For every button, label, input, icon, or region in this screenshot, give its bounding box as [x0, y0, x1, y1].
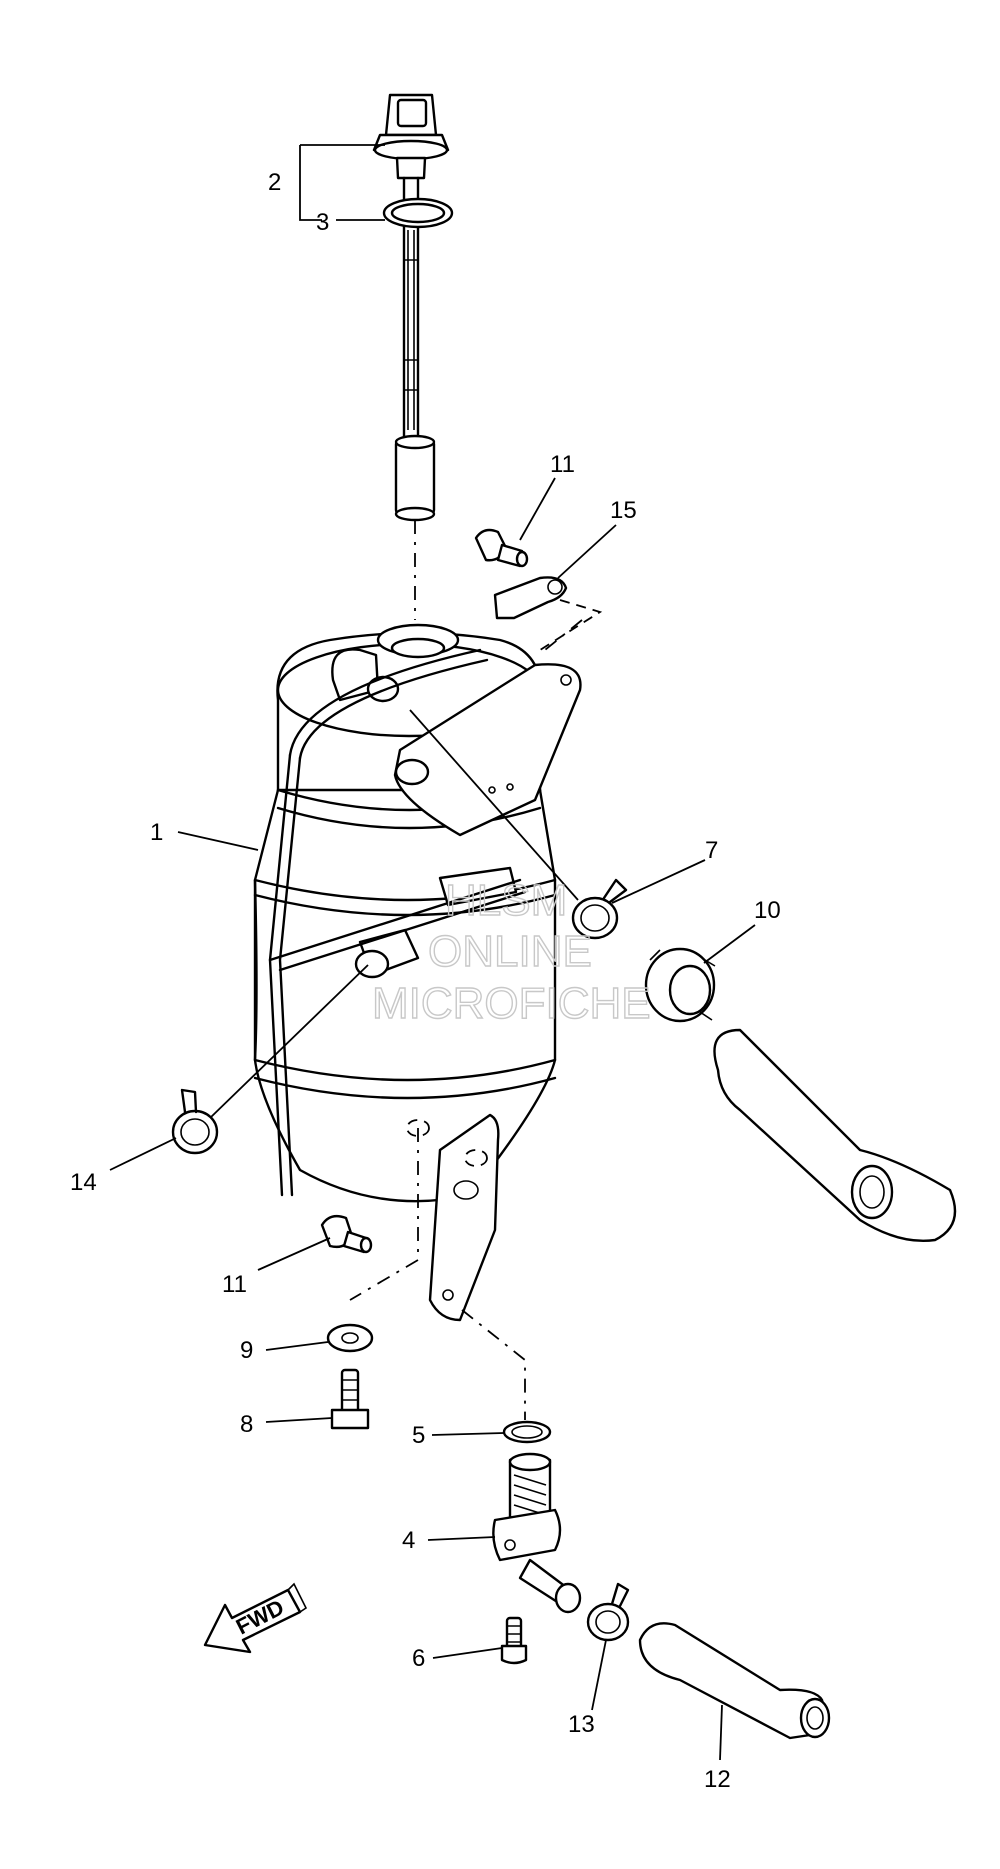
hose-clamp-14[interactable] — [171, 1088, 219, 1155]
fwd-direction-arrow: FWD — [203, 1582, 308, 1654]
fitting-4[interactable] — [492, 1452, 582, 1614]
callout-4: 4 — [402, 1527, 415, 1554]
callout-12: 12 — [704, 1766, 731, 1793]
callout-13: 13 — [568, 1711, 595, 1738]
bolt-11-upper[interactable] — [474, 528, 529, 568]
callout-1: 1 — [150, 819, 163, 846]
bolt-11-lower[interactable] — [320, 1214, 373, 1254]
leader-4 — [427, 1536, 496, 1541]
leader-6 — [432, 1647, 503, 1659]
leader-10 — [703, 924, 756, 964]
callout-3: 3 — [316, 209, 329, 236]
leader-13 — [591, 1639, 607, 1711]
callout-2: 2 — [268, 169, 281, 196]
hose-clamp-7[interactable] — [571, 878, 628, 940]
oil-level-gauge[interactable] — [372, 93, 450, 522]
bolt-8[interactable] — [330, 1368, 370, 1430]
grommet-10[interactable] — [644, 947, 716, 1023]
watermark: HLSM ONLINE MICROFICHE — [371, 875, 651, 1028]
callout-10: 10 — [754, 897, 781, 924]
callout-6: 6 — [412, 1645, 425, 1672]
screw-6[interactable] — [500, 1616, 528, 1665]
callout-14: 14 — [70, 1169, 97, 1196]
leader-7b — [409, 709, 579, 901]
leader-14b — [209, 964, 369, 1119]
washer-9[interactable] — [326, 1323, 374, 1353]
leader-7 — [611, 859, 706, 904]
callout-11-lower: 11 — [222, 1271, 247, 1298]
callout-7: 7 — [705, 837, 718, 864]
leader-11a — [519, 477, 556, 541]
callout-8: 8 — [240, 1411, 253, 1438]
watermark-line3: MICROFICHE — [372, 979, 651, 1028]
leader-8 — [265, 1417, 333, 1423]
o-ring[interactable] — [382, 197, 454, 229]
leader-5 — [431, 1432, 505, 1436]
leader-14 — [109, 1137, 177, 1171]
leader-9 — [265, 1341, 329, 1351]
leader-11b — [257, 1237, 331, 1271]
hose-upper[interactable] — [713, 1028, 957, 1242]
leader-2 — [299, 144, 385, 221]
clamp-15[interactable] — [493, 576, 568, 620]
watermark-line2: ONLINE — [428, 927, 592, 976]
leader-12 — [719, 1704, 723, 1761]
o-ring-5[interactable] — [502, 1420, 552, 1444]
hose-clamp-13[interactable] — [586, 1582, 630, 1642]
callout-5: 5 — [412, 1422, 425, 1449]
watermark-line1: HLSM — [445, 876, 567, 925]
leader-1 — [177, 831, 259, 851]
leader-15 — [557, 524, 617, 579]
callout-15: 15 — [610, 497, 637, 524]
oil-tank[interactable] — [253, 623, 582, 1322]
hose-12[interactable] — [638, 1622, 831, 1740]
callout-11-upper: 11 — [550, 451, 575, 478]
callout-9: 9 — [240, 1337, 253, 1364]
